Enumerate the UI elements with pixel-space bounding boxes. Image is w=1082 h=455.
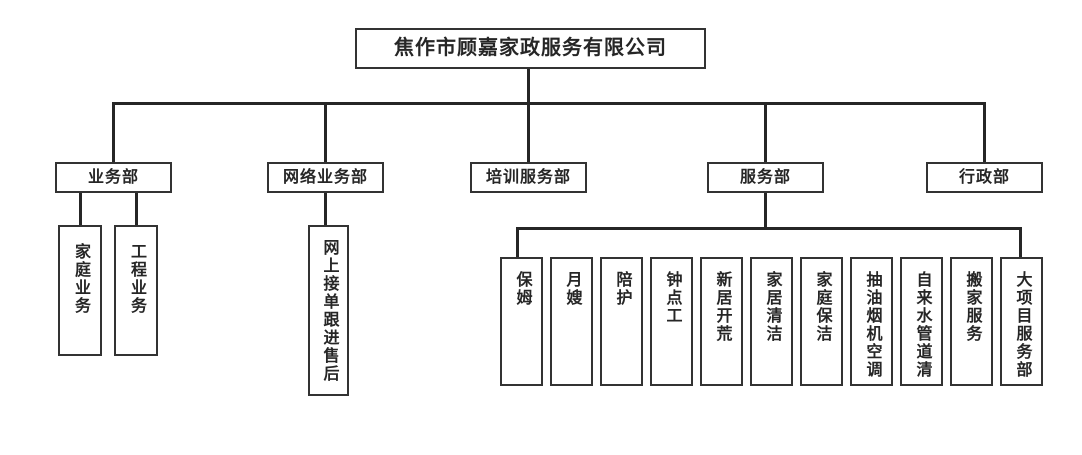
org-node-water-pipe-cleaning: 自来水管道清	[900, 257, 943, 386]
connector-drop-service-dept	[764, 102, 767, 162]
connector-drop-network-business-dept	[324, 102, 327, 162]
connector-drop-engineering-business	[135, 193, 138, 225]
org-node-new-home-cleaning: 新居开荒	[700, 257, 743, 386]
org-node-nanny: 保姆	[500, 257, 543, 386]
org-node-admin-dept: 行政部	[926, 162, 1043, 193]
org-node-household-cleaning: 家庭保洁	[800, 257, 843, 386]
org-node-maternity-matron: 月嫂	[550, 257, 593, 386]
connector-service-stub	[764, 193, 767, 227]
org-node-hourly-worker: 钟点工	[650, 257, 693, 386]
org-node-company: 焦作市顾嘉家政服务有限公司	[355, 28, 706, 69]
connector-drop-major-project	[1019, 227, 1022, 257]
connector-drop-training-service-dept	[527, 102, 530, 162]
org-node-training-service-dept: 培训服务部	[470, 162, 587, 193]
connector-level1-rail	[112, 102, 986, 105]
connector-drop-online-order	[324, 193, 327, 225]
org-node-online-order-followup-aftersales: 网上接单跟进售后	[308, 225, 349, 396]
org-node-family-business: 家庭业务	[58, 225, 102, 356]
org-node-engineering-business: 工程业务	[114, 225, 158, 356]
org-node-caregiver: 陪护	[600, 257, 643, 386]
connector-drop-nanny	[516, 227, 519, 257]
connector-drop-business-dept	[112, 102, 115, 162]
connector-root-stub	[527, 69, 530, 102]
org-node-network-business-dept: 网络业务部	[267, 162, 384, 193]
connector-service-rail	[516, 227, 1022, 230]
org-node-service-dept: 服务部	[707, 162, 824, 193]
org-node-moving-service: 搬家服务	[950, 257, 993, 386]
org-node-major-project-service-dept: 大项目服务部	[1000, 257, 1043, 386]
org-node-home-cleaning: 家居清洁	[750, 257, 793, 386]
org-node-range-hood-ac: 抽油烟机空调	[850, 257, 893, 386]
connector-drop-family-business	[79, 193, 82, 225]
connector-drop-admin-dept	[983, 102, 986, 162]
org-node-business-dept: 业务部	[55, 162, 172, 193]
